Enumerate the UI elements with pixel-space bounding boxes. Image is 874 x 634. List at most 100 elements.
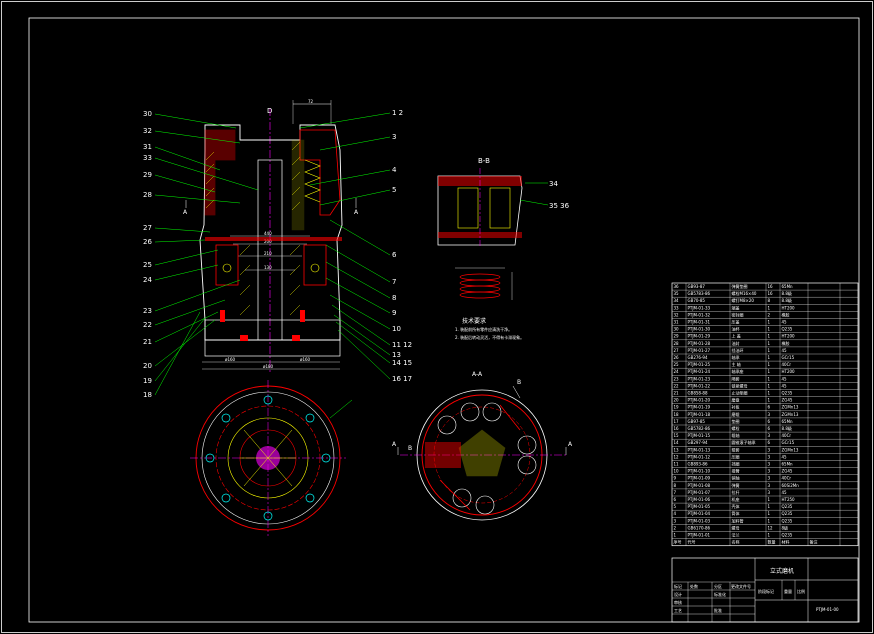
bom-cell: 65Mn xyxy=(782,462,794,467)
bom-cell: 1 xyxy=(768,398,771,403)
main-sectional-view: D 72 440 200 xyxy=(183,99,359,372)
bom-cell: PTJM-01-09 xyxy=(688,476,711,481)
bom-cell: PTJM-01-31 xyxy=(688,320,711,325)
bom-cell: 6 xyxy=(768,440,771,445)
bom-cell: 衬板 xyxy=(732,404,740,410)
bom-cell: Q235 xyxy=(782,518,793,523)
bom-cell: 22 xyxy=(674,383,680,388)
callout-29: 29 xyxy=(143,171,152,179)
bom-cell: 油杯 xyxy=(732,326,740,332)
bom-cell: 8 xyxy=(674,483,677,488)
callout-21: 21 xyxy=(143,338,152,346)
bom-cell: ZGMn13 xyxy=(782,412,799,417)
bom-cell: 密封圈 xyxy=(732,311,744,317)
bom-cell: GCr15 xyxy=(782,355,795,360)
bom-cell: 辊套 xyxy=(732,446,740,452)
bom-cell: 1 xyxy=(768,376,771,381)
bom-cell: 1 xyxy=(768,369,771,374)
left-leaders xyxy=(154,113,259,396)
bom-cell: 1 xyxy=(768,362,771,367)
bom-cell: 33 xyxy=(674,305,680,310)
bom-cell: 1 xyxy=(768,391,771,396)
bom-cell: Q235 xyxy=(782,327,793,332)
bom-cell: 28 xyxy=(674,341,680,346)
title-block-title: 立式磨机 xyxy=(770,567,794,575)
bom-cell: PTJM-01-23 xyxy=(688,376,711,381)
dim-top: 72 xyxy=(308,99,314,104)
bom-cell: PTJM-01-03 xyxy=(688,518,711,523)
callout-22: 22 xyxy=(143,321,152,329)
bom-cell: HT250 xyxy=(782,497,796,502)
bom-cell: PTJM-01-13 xyxy=(688,447,711,452)
bom-cell: Q235 xyxy=(782,391,793,396)
tb-approve: 批准 xyxy=(714,607,722,613)
bom-cell: 挡圈 xyxy=(732,461,740,467)
bom-cell: 18 xyxy=(674,412,680,417)
bom-cell: 拉杆 xyxy=(732,489,740,495)
bom-cell: ZG45 xyxy=(782,398,793,403)
bom-cell: 8级 xyxy=(782,524,789,530)
bom-cell: 加料管 xyxy=(732,517,744,523)
section-b-mark-left: B xyxy=(408,445,412,452)
bom-cell: GB70-85 xyxy=(688,298,706,303)
bom-cell: 6 xyxy=(768,405,771,410)
callout-18: 18 xyxy=(143,391,152,399)
bom-cell: 45 xyxy=(782,490,788,495)
bom-cell: HT200 xyxy=(782,369,796,374)
bom-cell: PTJM-01-27 xyxy=(688,348,711,353)
tb-design: 设计 xyxy=(674,591,682,597)
bom-cell: 65Mn xyxy=(782,419,794,424)
bom-cell: 1 xyxy=(768,327,771,332)
callout-30: 30 xyxy=(143,110,152,118)
bom-cell: 橡胶 xyxy=(782,311,790,317)
bom-cell: 8 xyxy=(768,298,771,303)
callout-14-15: 14 15 xyxy=(392,359,412,367)
bom-cell: 8.8级 xyxy=(782,425,792,431)
bom-header-cell: 备注 xyxy=(810,539,818,545)
callout-34: 34 xyxy=(549,180,558,188)
bom-cell: PTJM-01-19 xyxy=(688,405,711,410)
bom-cell: GB97-85 xyxy=(688,419,706,424)
bom-cell: 垫圈 xyxy=(732,418,740,424)
callout-4: 4 xyxy=(392,166,397,174)
bom-cell: 止动垫圈 xyxy=(732,390,748,396)
callout-25: 25 xyxy=(143,261,152,269)
dim-base-left: ø160 xyxy=(225,357,236,362)
bom-cell: 34 xyxy=(674,298,680,303)
bom-cell: 3 xyxy=(768,476,771,481)
bom-cell: 60Si2Mn xyxy=(782,483,800,488)
bom-cell: PTJM-01-33 xyxy=(688,305,711,310)
bom-cell: 磨盘 xyxy=(732,397,740,403)
bom-cell: 12 xyxy=(674,454,680,459)
bom-cell: 5 xyxy=(674,504,677,509)
callout-9: 9 xyxy=(392,309,396,317)
bom-cell: 6 xyxy=(674,497,677,502)
axis-mark: D xyxy=(267,107,272,115)
bom-cell: PTJM-01-05 xyxy=(688,504,711,509)
bom-cell: 14 xyxy=(674,440,680,445)
bom-cell: PTJM-01-15 xyxy=(688,433,711,438)
bom-cell: 锁紧螺母 xyxy=(732,382,748,388)
bom-cell: 20 xyxy=(674,398,680,403)
bom-cell: 螺栓 xyxy=(732,425,740,431)
bom-cell: 壳体 xyxy=(732,503,740,509)
technical-notes: 技术要求 1. 装配前所有零件应清洗干净。 2. 装配后转动灵活，不得有卡滞现象… xyxy=(455,317,524,340)
bom-cell: 1 xyxy=(768,320,771,325)
bom-header-cell: 代号 xyxy=(688,539,696,545)
bom-cell: 1 xyxy=(768,341,771,346)
bom-cell: 32 xyxy=(674,312,680,317)
bom-cell: ZGMn13 xyxy=(782,405,799,410)
bom-cell: PTJM-01-32 xyxy=(688,312,711,317)
bom-header-cell: 材料 xyxy=(782,539,790,545)
section-mark-a-left: A xyxy=(183,209,188,216)
callout-20: 20 xyxy=(143,362,152,370)
left-labels: 30 32 31 33 29 28 27 26 25 24 23 22 21 2… xyxy=(143,110,152,399)
bom-cell: 2 xyxy=(674,525,677,530)
right-labels: 1 2 3 4 5 6 7 8 9 10 11 12 13 14 15 16 1… xyxy=(392,109,412,383)
callout-24: 24 xyxy=(143,276,152,284)
bom-cell: 45 xyxy=(782,320,788,325)
bom-cell: 3 xyxy=(768,462,771,467)
bom-cell: 8.8级 xyxy=(782,297,792,303)
bom-cell: 1 xyxy=(768,533,771,538)
